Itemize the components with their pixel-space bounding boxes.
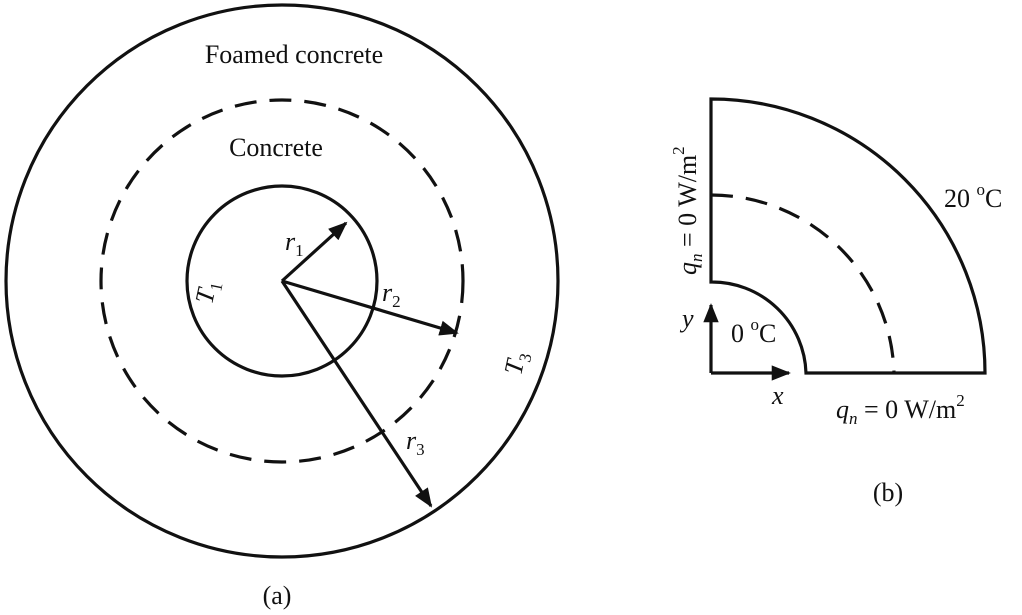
arrow-r3 (280, 280, 433, 508)
interface-dashed-arc (710, 193, 896, 374)
quarter-annulus-domain (709, 97, 987, 375)
caption-a: (a) (263, 581, 292, 610)
label-t3: T3 (499, 349, 536, 378)
label-r2: r2 (382, 278, 401, 311)
label-outer-temp: 20 oC (944, 180, 1002, 213)
middle-dashed-circle (99, 98, 465, 464)
inner-circle (185, 184, 379, 378)
label-bottom-boundary-condition: qn = 0 W/m2 (836, 391, 965, 428)
panel-b: x y 0 oC 20 oC qn = 0 W/m2 qn = 0 W/m2 (… (669, 97, 1002, 507)
label-foamed-concrete: Foamed concrete (205, 40, 383, 69)
arrow-r2 (281, 279, 459, 336)
label-r3: r3 (406, 426, 425, 459)
label-axis-y: y (679, 304, 694, 333)
outer-circle (4, 3, 560, 559)
panel-a: Foamed concrete Concrete r1 r2 r3 T1 T3 … (4, 3, 560, 610)
label-left-boundary-condition: qn = 0 W/m2 (669, 146, 706, 275)
arrow-r1 (280, 221, 348, 283)
label-t1: T1 (190, 278, 227, 307)
label-inner-temp: 0 oC (731, 315, 776, 348)
label-concrete: Concrete (229, 133, 323, 162)
label-r1: r1 (285, 227, 304, 260)
label-axis-x: x (771, 381, 784, 410)
caption-b: (b) (873, 478, 903, 507)
